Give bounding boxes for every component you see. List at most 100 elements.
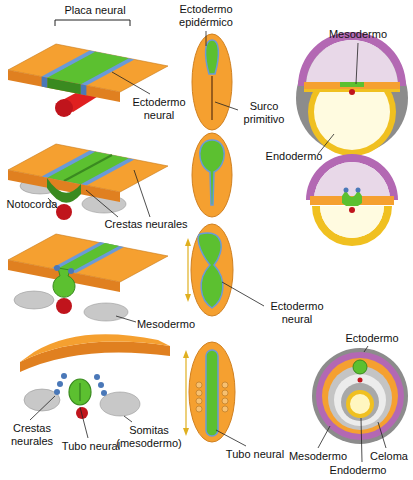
bracket bbox=[55, 20, 130, 26]
leader-lines-part bbox=[364, 346, 368, 352]
leader-lines-part bbox=[134, 170, 150, 217]
neural-tube-block-part bbox=[79, 383, 81, 401]
label-coelom: Celoma bbox=[368, 450, 410, 463]
neural-tube-block-part bbox=[76, 407, 88, 419]
embryo-disc-1 bbox=[192, 34, 232, 130]
leader-lines-part bbox=[216, 430, 246, 446]
embryo-disc-1-part bbox=[192, 34, 232, 130]
neural-folds-block-part bbox=[84, 303, 128, 321]
embryo-disc-4-part bbox=[222, 390, 228, 396]
neural-tube-block-part bbox=[98, 382, 104, 388]
leader-lines-part bbox=[116, 316, 136, 322]
leader-lines-part bbox=[356, 43, 358, 84]
embryo-disc-4-part bbox=[185, 356, 186, 430]
embryo-disc-4-part bbox=[196, 382, 202, 388]
neural-folds-block-part bbox=[14, 291, 54, 309]
embryo-section-1-part bbox=[349, 89, 355, 95]
embryo-section-2-part bbox=[356, 188, 361, 193]
leader-lines-part bbox=[112, 72, 150, 94]
neural-plate-block-part bbox=[8, 44, 168, 92]
embryo-disc-4-part bbox=[222, 406, 228, 412]
embryo-disc-4-part bbox=[196, 406, 202, 412]
neural-folds-block-part bbox=[8, 234, 168, 282]
leader-lines bbox=[30, 31, 386, 462]
label-endoderm: Endodermo bbox=[262, 150, 326, 163]
embryo-section-4-part bbox=[328, 366, 392, 430]
label-endoderm: Endodermo bbox=[326, 464, 390, 477]
neural-tube-block-part bbox=[69, 379, 91, 405]
embryo-disc-3-part bbox=[191, 224, 233, 316]
embryo-section-4-part bbox=[353, 360, 367, 374]
neural-plate-block-part bbox=[47, 78, 81, 95]
neural-folds-block bbox=[8, 234, 168, 321]
label-neural-crest: Crestas neurales bbox=[2, 422, 62, 448]
label-neural-tube: Tubo neural bbox=[58, 440, 124, 453]
neural-tube-block-part bbox=[24, 389, 60, 411]
embryo-section-4-part bbox=[341, 383, 379, 421]
embryo-disc-1-part bbox=[206, 40, 219, 74]
embryo-disc-4-part bbox=[189, 342, 235, 442]
embryo-section-2 bbox=[306, 154, 398, 246]
neural-folds-block-part bbox=[53, 268, 75, 297]
embryo-section-4-part bbox=[312, 348, 408, 444]
embryo-disc-3 bbox=[185, 224, 233, 316]
label-neural-crest: Crestas neurales bbox=[96, 218, 196, 231]
embryo-disc-1-part bbox=[211, 76, 212, 120]
neural-groove-block-part bbox=[56, 204, 72, 220]
label-mesoderm: Mesodermo bbox=[326, 28, 390, 41]
leader-lines-part bbox=[215, 102, 238, 110]
embryo-section-2-part bbox=[312, 206, 392, 246]
neural-folds-block-part bbox=[56, 298, 72, 314]
neural-tube-block-part bbox=[94, 374, 100, 380]
neural-plate-block-part bbox=[81, 84, 87, 95]
leader-lines-part bbox=[222, 282, 264, 306]
label-somites: Somitas (mesodermo) bbox=[112, 424, 186, 450]
embryo-disc-3-part bbox=[187, 244, 188, 296]
neural-plate-block-part bbox=[8, 70, 120, 102]
embryo-section-4-part bbox=[334, 374, 386, 426]
neural-tube-block-part bbox=[101, 390, 107, 396]
embryo-disc-2-part bbox=[200, 140, 225, 205]
embryo-section-4-part bbox=[358, 378, 363, 383]
label-mesoderm: Mesodermo bbox=[286, 450, 350, 463]
embryo-section-1-part bbox=[298, 32, 406, 86]
neural-plate-block-part bbox=[55, 99, 73, 117]
neural-groove-block-part bbox=[8, 144, 168, 192]
embryo-disc-4-part bbox=[222, 398, 228, 404]
neural-groove-block-part bbox=[8, 170, 120, 202]
neural-plate-block-part bbox=[42, 77, 48, 88]
embryo-disc-3-part bbox=[185, 294, 191, 302]
label-mesoderm: Mesodermo bbox=[134, 318, 198, 331]
neural-groove-block-part bbox=[64, 155, 112, 181]
embryo-disc-4-part bbox=[183, 428, 189, 436]
neural-tube-block bbox=[20, 334, 170, 419]
label-epidermal-ectoderm: Ectodermo epidérmico bbox=[166, 3, 246, 29]
embryo-section-1-part bbox=[306, 40, 398, 86]
neural-tube-block-part bbox=[20, 342, 170, 372]
neural-folds-block-part bbox=[57, 243, 119, 272]
embryo-section-1-part bbox=[340, 82, 364, 87]
leader-lines-part bbox=[361, 418, 362, 462]
neural-folds-block-part bbox=[68, 268, 74, 274]
leader-lines-part bbox=[206, 31, 207, 46]
embryo-section-1-part bbox=[304, 82, 400, 90]
embryo-disc-2 bbox=[192, 133, 232, 217]
embryo-disc-4-part bbox=[222, 382, 228, 388]
leader-lines-part bbox=[80, 407, 88, 438]
embryo-section-2-part bbox=[320, 206, 384, 238]
embryo-section-2-part bbox=[349, 207, 355, 213]
label-neural-tube: Tubo neural bbox=[222, 448, 288, 461]
label-notochord: Notocorda bbox=[2, 198, 62, 211]
label-neural-ectoderm: Ectodermo neural bbox=[262, 300, 332, 326]
embryo-disc-4-part bbox=[206, 350, 218, 436]
embryo-disc-2-part bbox=[192, 133, 232, 217]
neural-plate-block-part bbox=[47, 52, 129, 85]
neural-groove-block-part bbox=[47, 152, 129, 185]
embryo-disc-4-part bbox=[196, 398, 202, 404]
embryo-section-2-part bbox=[342, 190, 362, 208]
embryo-disc-4-part bbox=[183, 350, 189, 358]
neural-tube-block-part bbox=[20, 334, 170, 362]
neural-tube-block-part bbox=[54, 389, 60, 395]
